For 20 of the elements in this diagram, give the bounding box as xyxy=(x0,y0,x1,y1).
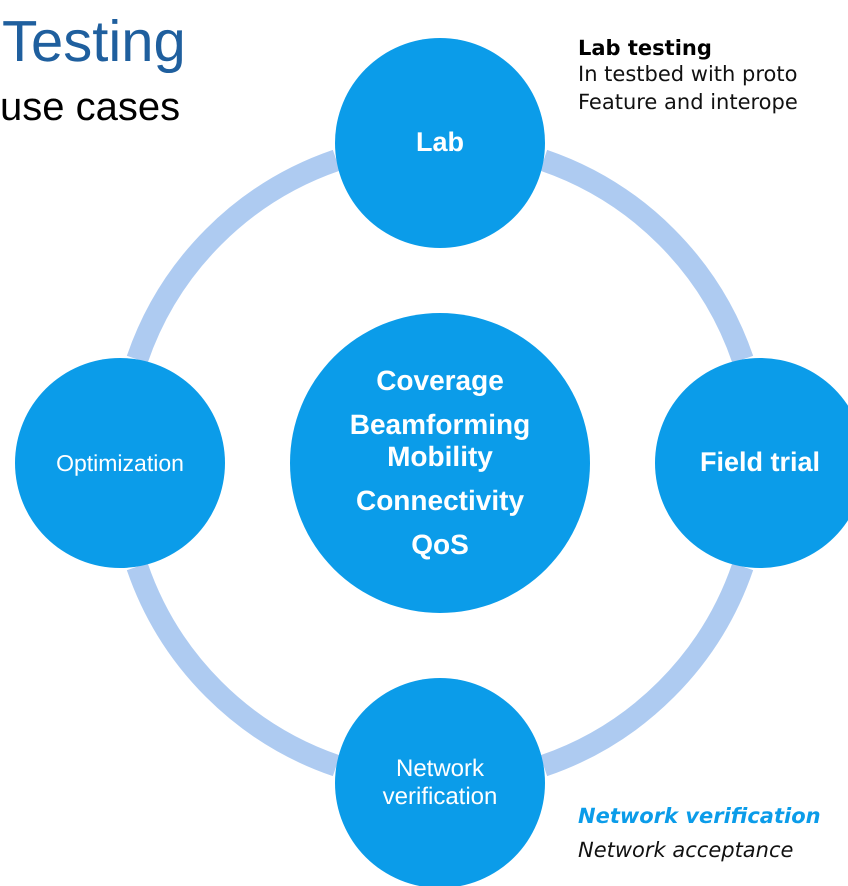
note-text: Feature and interope xyxy=(578,90,798,114)
note-text: Network acceptance xyxy=(578,838,794,862)
node-label: Field trial xyxy=(700,447,820,479)
connector-arc xyxy=(127,562,341,776)
node-label: Optimization xyxy=(56,450,184,476)
connector-arc xyxy=(539,562,753,776)
node-label: QoS xyxy=(411,529,469,562)
node-label: Beamforming xyxy=(350,408,530,441)
note-heading: Lab testing xyxy=(578,36,712,60)
node-label: Lab xyxy=(416,127,464,159)
subtitle: use cases xyxy=(0,85,180,130)
connector-arc xyxy=(127,150,341,364)
note-heading: Network verification xyxy=(578,804,821,828)
node-label: Coverage xyxy=(376,364,504,397)
node-label: Mobility xyxy=(387,440,493,474)
node-label: Network verification xyxy=(382,755,498,811)
node-label: Connectivity xyxy=(356,485,524,518)
note-text: In testbed with proto xyxy=(578,62,798,86)
slide-title: Testing xyxy=(2,8,186,75)
connector-arc xyxy=(539,150,753,364)
